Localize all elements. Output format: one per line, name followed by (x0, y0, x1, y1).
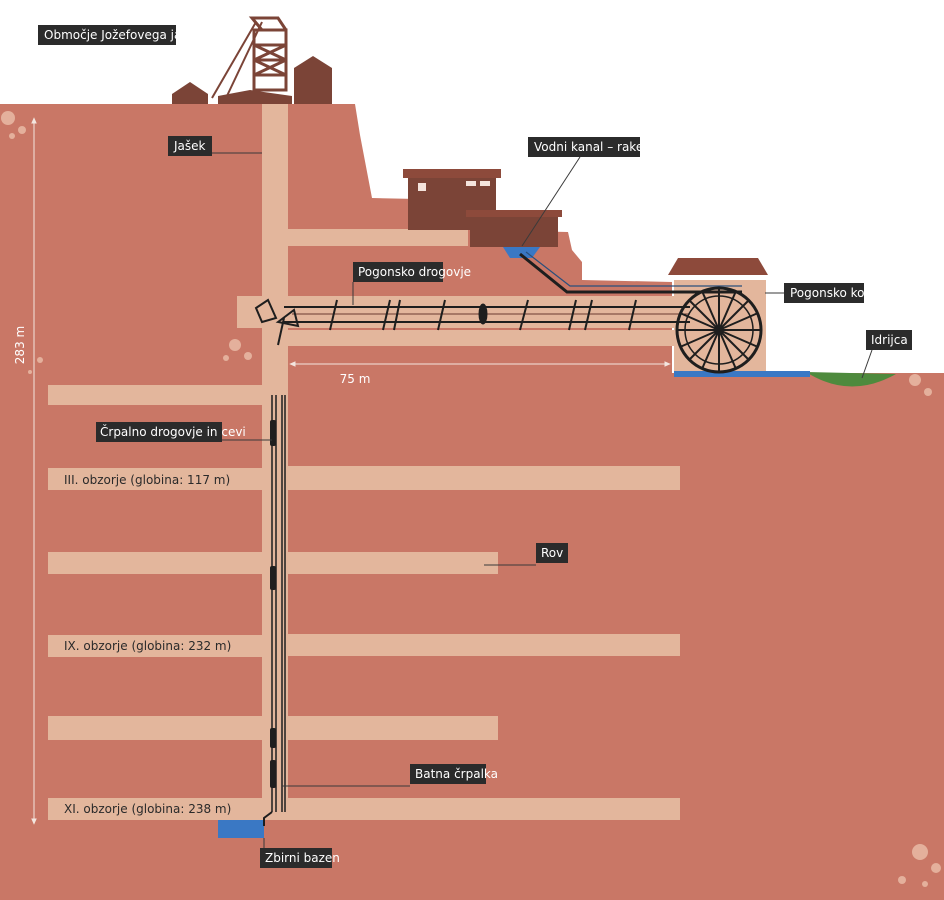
channel-pipe (519, 252, 742, 294)
label-jasek: Jašek (168, 136, 212, 156)
headframe-icon (211, 16, 288, 99)
drive-gallery-floor (262, 330, 674, 346)
gallery-xi-left (48, 798, 262, 820)
svg-text:Območje Jožefovega jaška: Območje Jožefovega jaška (44, 28, 202, 42)
drive-rods (254, 298, 690, 346)
svg-text:Batna črpalka: Batna črpalka (415, 767, 498, 781)
channel-buildings (403, 169, 562, 247)
decorative-dots (1, 111, 941, 887)
gallery-iii-right (288, 466, 680, 490)
gallery-xi-right (288, 798, 680, 820)
depth-dimension: 283 m (13, 326, 27, 364)
drive-gallery (237, 296, 677, 328)
svg-text:Rov: Rov (541, 546, 563, 560)
upper-adit (288, 229, 468, 246)
level-iii-label: III. obzorje (globina: 117 m) (64, 473, 230, 487)
gallery-ix-left (48, 635, 262, 657)
label-batna-crpalka: Batna črpalka (410, 764, 498, 784)
collecting-pool-water (218, 820, 264, 838)
svg-text:Idrijca: Idrijca (871, 333, 908, 347)
label-pogonsko-kolo: Pogonsko kolo (784, 283, 875, 303)
gallery-1 (48, 385, 288, 405)
label-rov: Rov (536, 543, 568, 563)
label-zbirni-bazen: Zbirni bazen (260, 848, 340, 868)
svg-text:Jašek: Jašek (173, 139, 206, 153)
svg-text:Vodni kanal – rake: Vodni kanal – rake (534, 140, 643, 154)
label-pogonsko-drogovje: Pogonsko drogovje (353, 262, 471, 282)
wheel-house (668, 258, 768, 275)
label-vodni-kanal: Vodni kanal – rake (528, 137, 643, 157)
river-water (674, 371, 810, 377)
gallery-iii-left (48, 468, 262, 490)
level-xi-label: XI. obzorje (globina: 238 m) (64, 802, 231, 816)
svg-text:Pogonsko drogovje: Pogonsko drogovje (358, 265, 471, 279)
level-ix-label: IX. obzorje (globina: 232 m) (64, 639, 231, 653)
svg-text:Črpalno drogovje in cevi: Črpalno drogovje in cevi (100, 424, 246, 439)
svg-text:Zbirni bazen: Zbirni bazen (265, 851, 340, 865)
label-idrijca: Idrijca (866, 330, 912, 350)
gallery-ix-right (288, 634, 680, 656)
surface-buildings (172, 16, 332, 104)
leader-lines (212, 152, 873, 850)
river-bank (806, 372, 896, 387)
gallery-rov (48, 552, 498, 574)
ground (0, 104, 944, 900)
label-obmocje: Območje Jožefovega jaška (38, 25, 202, 45)
length-dimension: 75 m (340, 372, 371, 386)
channel-pipe-outer (525, 251, 742, 287)
waterwheel-icon (675, 286, 763, 374)
svg-text:Pogonsko kolo: Pogonsko kolo (790, 286, 875, 300)
label-crpalno-drogovje: Črpalno drogovje in cevi (96, 422, 246, 442)
